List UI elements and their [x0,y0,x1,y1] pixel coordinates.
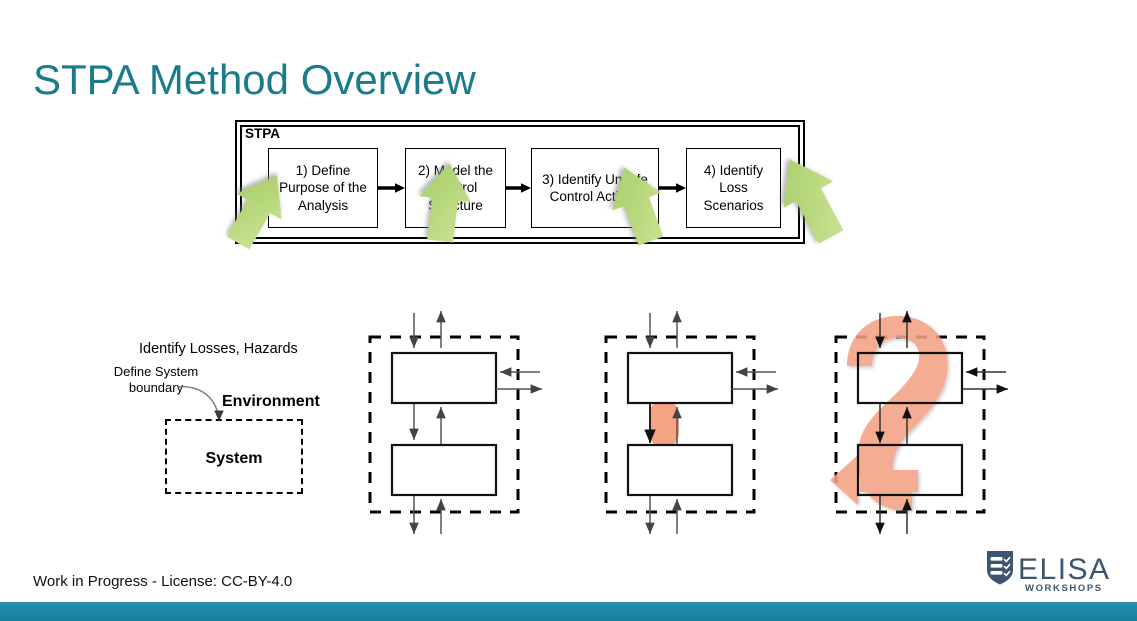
accent-bottom-bar [0,602,1137,621]
loss-scenario-loop-arrow [830,316,948,510]
footer-license-text: Work in Progress - License: CC-BY-4.0 [33,573,293,590]
loss-scenarios-diagram [830,310,1009,535]
right-arrow-icon [506,183,531,193]
page-title: STPA Method Overview [33,56,476,103]
stpa-group-label: STPA [245,126,281,141]
unsafe-action-highlight [649,400,679,448]
logo-wordmark: ELISA [1018,553,1111,586]
unsafe-control-actions-diagram [604,310,779,535]
right-arrow-icon [378,183,405,193]
losses-heading: Identify Losses, Hazards [139,341,298,357]
logo-subtitle: WORKSHOPS [1025,583,1103,594]
stpa-step-1[interactable]: 1) Define Purpose of the Analysis [268,148,378,228]
stpa-step-4[interactable]: 4) Identify Loss Scenarios [686,148,781,228]
stpa-step-2[interactable]: 2) Model the Control Structure [405,148,506,228]
shield-checklist-icon [987,551,1013,585]
define-boundary-annotation: Define System boundary [113,364,199,395]
elisa-workshops-logo: ELISA WORKSHOPS [987,551,1111,594]
system-boundary-box [165,419,303,494]
stpa-step-3[interactable]: 3) Identify Unsafe Control Actions [531,148,659,228]
system-label: System [205,450,263,467]
right-arrow-icon [659,183,686,193]
control-structure-diagram [368,310,543,535]
environment-label: Environment [222,393,320,410]
